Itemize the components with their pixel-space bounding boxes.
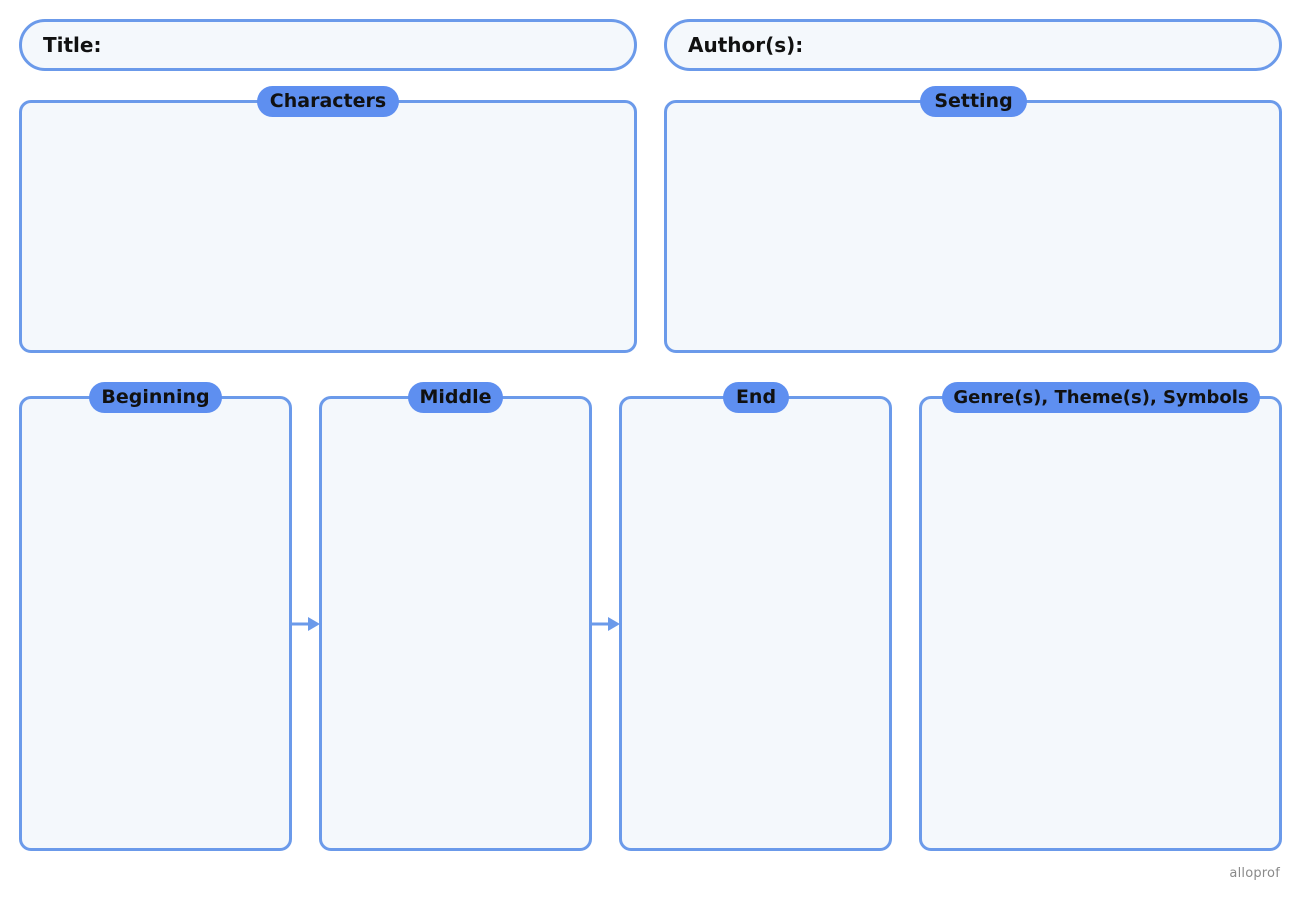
- end-tag: End: [723, 382, 789, 413]
- title-label: Title:: [43, 33, 102, 57]
- author-label: Author(s):: [688, 33, 804, 57]
- author-field[interactable]: Author(s):: [664, 19, 1282, 71]
- characters-box[interactable]: [19, 100, 637, 353]
- characters-tag: Characters: [257, 86, 399, 117]
- arrow-right-icon: [591, 617, 620, 631]
- alloprof-logo: alloprof: [1229, 866, 1280, 881]
- middle-box[interactable]: [319, 396, 592, 851]
- end-box[interactable]: [619, 396, 892, 851]
- arrow-right-icon: [291, 617, 320, 631]
- beginning-box[interactable]: [19, 396, 292, 851]
- setting-tag: Setting: [920, 86, 1027, 117]
- middle-tag: Middle: [408, 382, 503, 413]
- beginning-tag: Beginning: [89, 382, 222, 413]
- setting-box[interactable]: [664, 100, 1282, 353]
- title-field[interactable]: Title:: [19, 19, 637, 71]
- genre-theme-symbols-tag: Genre(s), Theme(s), Symbols: [942, 382, 1260, 413]
- genre-theme-symbols-box[interactable]: [919, 396, 1282, 851]
